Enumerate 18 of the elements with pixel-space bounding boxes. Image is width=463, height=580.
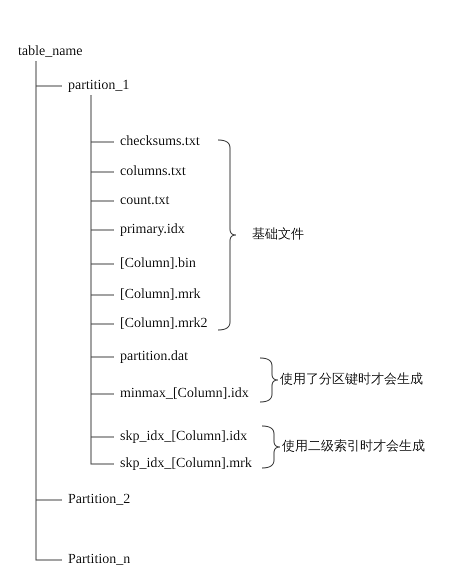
tree-item-label: primary.idx (114, 221, 185, 239)
tree-item-label: checksums.txt (114, 133, 200, 151)
tree-item-label: [Column].bin (114, 255, 196, 273)
tree-item-label: skp_idx_[Column].idx (114, 428, 248, 446)
tree-item-label: count.txt (114, 192, 170, 210)
tree-item-label: table_name (12, 43, 83, 61)
tree-item-label: Partition_n (62, 551, 130, 569)
tree-item-label: partition_1 (62, 77, 130, 95)
brace-label: 基础文件 (252, 226, 304, 244)
tree-item-label: [Column].mrk (114, 286, 200, 304)
tree-item-label: partition.dat (114, 348, 188, 366)
tree-item-label: minmax_[Column].idx (114, 385, 249, 403)
brace-label: 使用二级索引时才会生成 (282, 438, 425, 456)
tree-item-label: skp_idx_[Column].mrk (114, 455, 252, 473)
tree-item-label: [Column].mrk2 (114, 315, 208, 333)
brace-label: 使用了分区键时才会生成 (280, 371, 423, 389)
tree-item-label: Partition_2 (62, 491, 130, 509)
tree-item-label: columns.txt (114, 163, 186, 181)
